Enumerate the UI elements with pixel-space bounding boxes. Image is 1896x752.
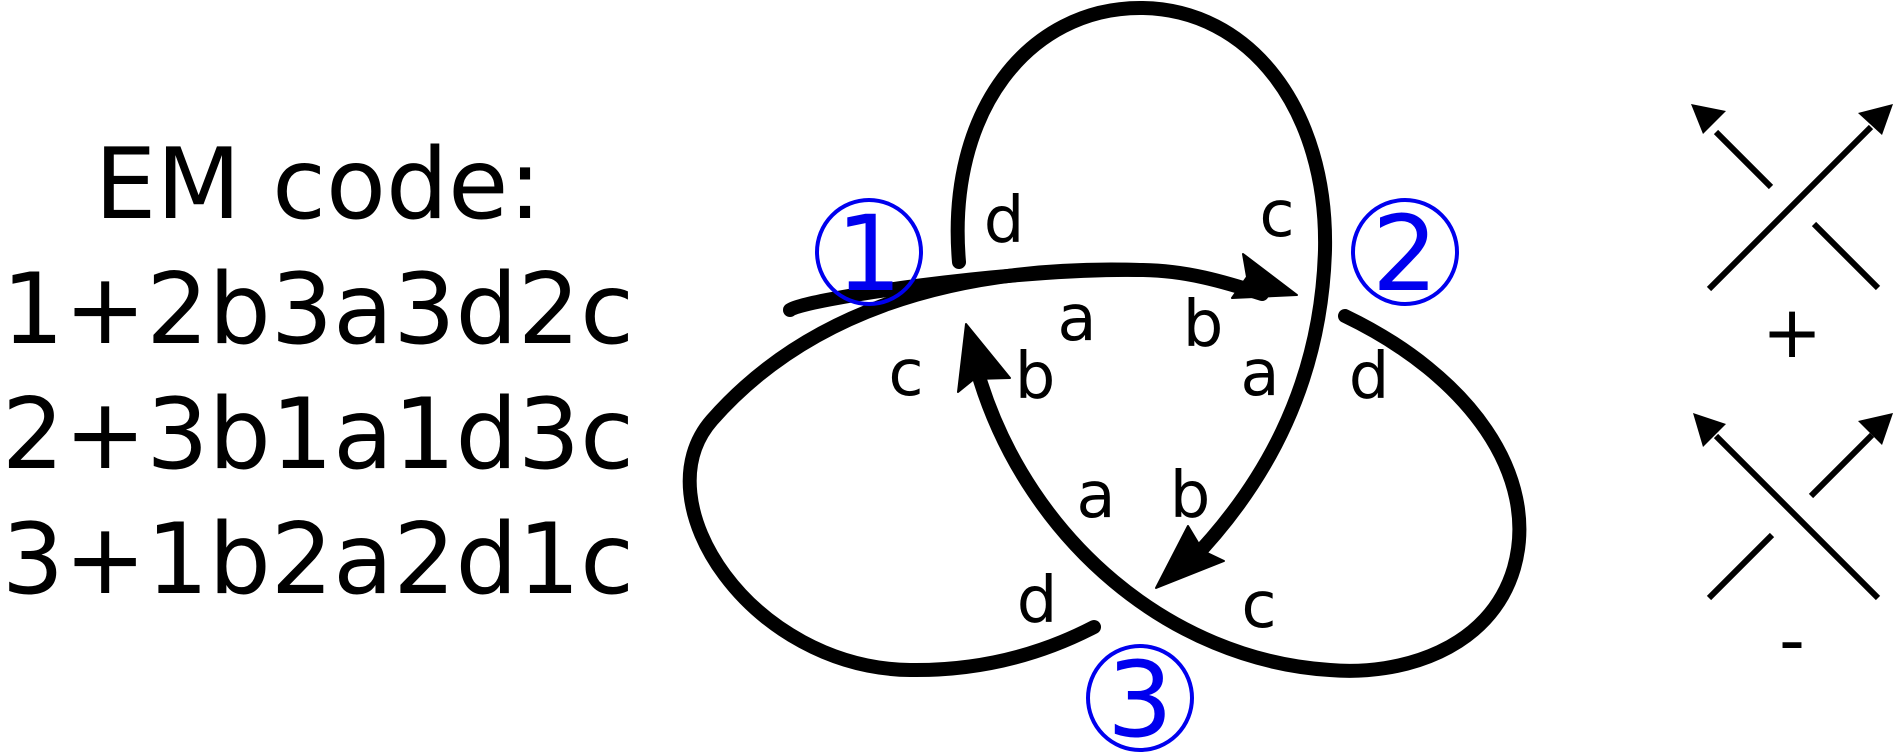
- crossing-2-marker: 2: [1351, 193, 1459, 315]
- label-c3-c: c: [1241, 569, 1276, 643]
- negative-under-strand-upper: [1808, 432, 1875, 499]
- crossing-1-marker: 1: [815, 193, 923, 315]
- crossing-1-circle: [815, 198, 923, 306]
- knot-strand-top-loop: [950, 1, 1333, 570]
- positive-crossing-icon: [1691, 104, 1893, 292]
- label-c2-c: c: [1259, 178, 1294, 252]
- negative-under-strand-lower: [1706, 532, 1775, 601]
- em-code-heading: EM code:: [95, 128, 542, 242]
- trefoil-knot: [682, 1, 1527, 678]
- label-c3-d: d: [1017, 564, 1058, 638]
- crossing-3-marker: 3: [1086, 639, 1194, 752]
- positive-sign: +: [1762, 290, 1822, 374]
- em-code-line-2: 2+3b1a1d3c: [2, 378, 634, 492]
- direction-arrow-upper: [1231, 253, 1298, 299]
- crossing-1-number: 1: [836, 193, 902, 315]
- positive-arrowhead-left: [1691, 104, 1726, 134]
- em-code-line-1: 1+2b3a3d2c: [2, 253, 634, 367]
- knot-strand-right-loop: [973, 309, 1527, 678]
- label-c2-b: b: [1183, 288, 1224, 362]
- direction-arrow-lower-right: [1155, 525, 1225, 589]
- negative-arrowhead-right: [1858, 413, 1893, 445]
- label-c3-b: b: [1170, 459, 1211, 533]
- em-code-block: EM code: 1+2b3a3d2c 2+3b1a1d3c 3+1b2a2d1…: [2, 128, 634, 617]
- label-c2-a: a: [1240, 337, 1279, 411]
- negative-over-strand: [1713, 433, 1881, 601]
- positive-arrowhead-right: [1858, 104, 1893, 135]
- crossing-2-number: 2: [1372, 193, 1438, 315]
- negative-sign: -: [1779, 598, 1805, 682]
- positive-under-strand-lower: [1811, 221, 1881, 291]
- negative-arrowhead-left: [1693, 413, 1726, 447]
- label-c2-d: d: [1349, 340, 1390, 414]
- label-c1-d: d: [984, 184, 1025, 258]
- label-c3-a: a: [1076, 459, 1115, 533]
- segment-labels: d c a b c d a b a b d c: [888, 178, 1389, 643]
- crossing-3-number: 3: [1107, 639, 1173, 752]
- em-code-line-3: 3+1b2a2d1c: [2, 503, 634, 617]
- crossing-2-circle: [1351, 198, 1459, 306]
- label-c1-c: c: [888, 337, 923, 411]
- crossing-sign-legend: + -: [1691, 104, 1893, 682]
- direction-arrow-left: [957, 323, 1011, 393]
- label-c1-b: b: [1015, 340, 1056, 414]
- positive-under-strand-upper: [1713, 129, 1774, 190]
- knot-strand-left-loop: [682, 262, 1147, 678]
- crossing-3-circle: [1086, 644, 1194, 752]
- negative-crossing-icon: [1693, 413, 1893, 601]
- label-c1-a: a: [1057, 282, 1096, 356]
- positive-over-strand: [1706, 124, 1874, 292]
